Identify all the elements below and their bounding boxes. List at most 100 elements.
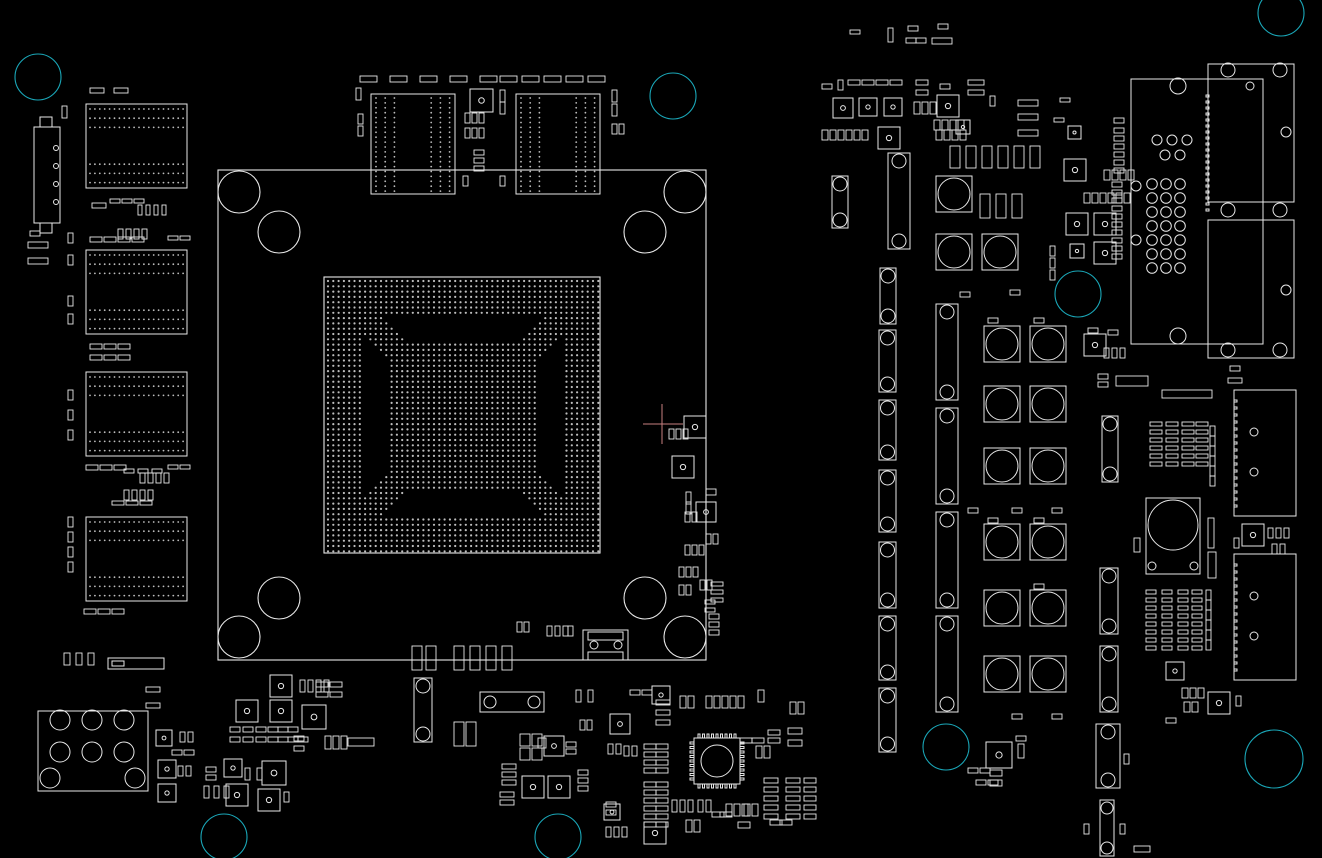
smd-pad (1017, 99, 1039, 107)
inductor-outline (1099, 567, 1119, 635)
component-outline (1233, 661, 1238, 665)
smd-pad (1165, 421, 1179, 427)
smd-pad (1017, 113, 1039, 121)
smd-pad (685, 819, 693, 833)
ic-outline (225, 783, 249, 807)
smd-pad (1195, 453, 1209, 459)
component-circle (1100, 841, 1114, 855)
smd-pad (685, 584, 692, 596)
component-circle (679, 463, 687, 471)
component-circle (880, 542, 895, 558)
smd-pad (853, 129, 861, 141)
component-circle (551, 743, 557, 749)
smd-pad (1181, 421, 1195, 427)
smd-pad (523, 621, 530, 633)
smd-pad (1049, 257, 1056, 269)
smd-pad (1145, 645, 1157, 651)
component-circle (1102, 416, 1118, 432)
large-component-group (33, 62, 1297, 857)
smd-pad (655, 759, 669, 766)
smd-pad (1111, 197, 1123, 204)
component-circle (1031, 327, 1065, 361)
smd-pad (1145, 589, 1157, 595)
component-circle (1100, 772, 1116, 788)
smd-pad (117, 343, 131, 350)
smd-pad (187, 731, 194, 743)
smd-pad (737, 695, 745, 709)
connector-outline (1233, 553, 1297, 681)
smd-pad (577, 777, 589, 784)
smd-pad (987, 517, 999, 524)
component-outline (689, 759, 695, 763)
smd-pad (1149, 453, 1163, 459)
ic-outline (651, 685, 671, 705)
smd-pad (1197, 687, 1205, 699)
smd-pad (453, 645, 465, 671)
smd-pad (1091, 192, 1099, 204)
smd-pad (519, 747, 531, 761)
smd-pad (229, 726, 241, 733)
smd-pad (995, 193, 1007, 219)
smd-pad (1161, 613, 1173, 619)
capacitor-outline (1029, 385, 1067, 423)
smd-pad (1165, 461, 1179, 467)
component-circle (1146, 192, 1158, 204)
component-circle (1249, 631, 1259, 641)
smd-pad (1161, 389, 1213, 399)
component-circle (1100, 801, 1114, 815)
smd-pad (937, 23, 949, 30)
component-circle (832, 176, 848, 192)
component-circle (1174, 234, 1186, 246)
component-outline (1233, 605, 1238, 609)
smd-pad (687, 695, 695, 709)
smd-pad (329, 691, 343, 698)
component-outline (733, 733, 737, 739)
component-circle (1249, 591, 1259, 601)
component-circle (651, 829, 659, 837)
memory-chip (85, 249, 188, 335)
component-circle (1130, 234, 1142, 246)
smd-pad (1111, 213, 1123, 220)
component-outline (689, 746, 695, 749)
smd-pad (1059, 97, 1071, 103)
component-outline (1233, 434, 1238, 438)
smd-pad (1177, 605, 1189, 611)
smd-pad (1083, 192, 1091, 204)
ic-outline (269, 699, 293, 723)
component-outline (1205, 190, 1210, 194)
smd-pad (847, 79, 861, 86)
component-outline (1205, 130, 1210, 134)
component-circle (483, 695, 497, 709)
component-outline (1233, 462, 1238, 466)
component-circle (1159, 149, 1171, 161)
smd-pad (161, 204, 167, 216)
component-outline (711, 783, 714, 789)
smd-pad (67, 429, 74, 441)
component-circle (310, 713, 318, 721)
memory-chip (85, 371, 188, 457)
smd-pad (678, 584, 685, 596)
memory-chip-group (85, 93, 601, 602)
smd-pad (501, 771, 517, 778)
component-circle (1189, 561, 1199, 571)
smd-pad (1115, 375, 1149, 387)
smd-pad (1181, 687, 1189, 699)
component-outline (729, 783, 732, 789)
smd-pad (981, 145, 993, 169)
smd-pad (711, 811, 725, 818)
component-outline (1233, 668, 1238, 672)
smd-pad (478, 112, 485, 124)
smd-pad (1149, 429, 1163, 435)
component-outline (1233, 476, 1238, 480)
component-circle (1130, 180, 1142, 192)
ic-outline (301, 704, 327, 730)
smd-pad (951, 129, 959, 141)
capacitor-outline (983, 325, 1021, 363)
smd-pad (117, 236, 131, 243)
component-circle (1181, 134, 1193, 146)
smd-pad (145, 204, 151, 216)
smd-pad (1207, 551, 1217, 579)
smd-pad (1013, 145, 1025, 169)
